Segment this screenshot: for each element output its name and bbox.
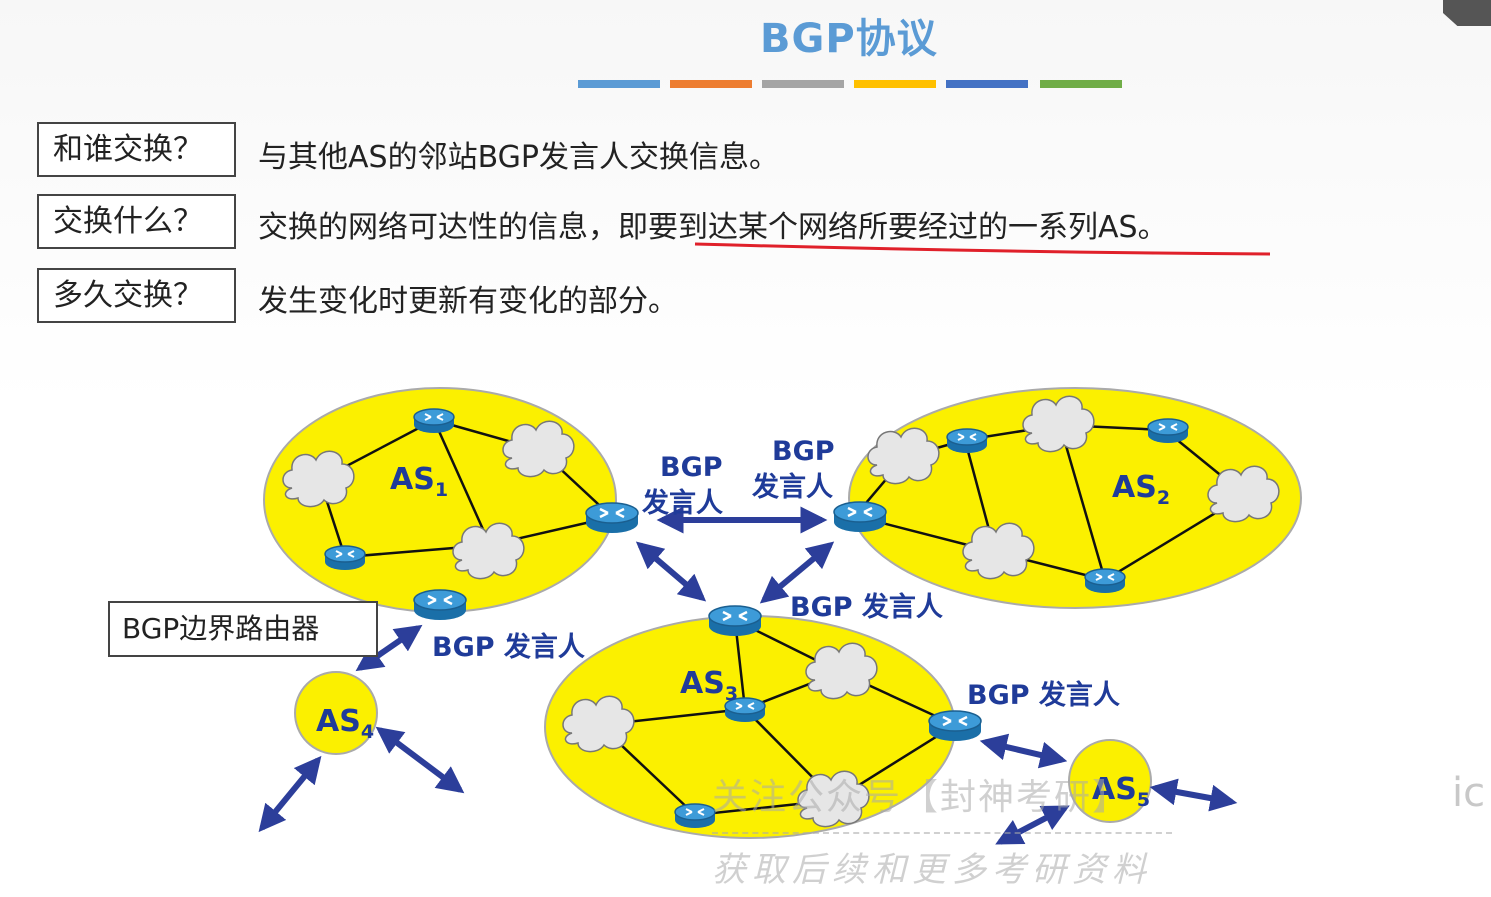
question-who-box: 和谁交换？ [37, 122, 236, 177]
speaker-label-full: BGP 发言人 [432, 632, 585, 663]
bgp-speaker-router-icon [832, 500, 888, 534]
page-title: BGP协议 [760, 16, 938, 62]
watermark-line2: 获取后续和更多考研资料 [712, 850, 1152, 890]
bgp-border-router-icon [412, 588, 468, 622]
question-when-box: 多久交换？ [37, 268, 236, 323]
bgp-speaker-router-icon [584, 501, 640, 535]
watermark-line1: 关注公众号【封神考研】 [712, 777, 1131, 818]
color-bar-segment [854, 80, 936, 88]
color-bar-segment [1040, 80, 1122, 88]
color-bar-segment [578, 80, 660, 88]
bgp-border-router-label: BGP边界路由器 [108, 601, 378, 657]
speaker-label-full: BGP 发言人 [967, 680, 1120, 711]
speaker-label-fayanren: 发言人 [752, 472, 833, 503]
router-icon [1084, 568, 1126, 594]
color-bar-segment [762, 80, 844, 88]
speaker-label-full: BGP 发言人 [790, 592, 943, 623]
as3-label: AS3 [680, 666, 739, 705]
router-icon [946, 428, 988, 454]
side-mark: ic [1452, 770, 1486, 816]
as1-label: AS1 [390, 462, 449, 501]
router-icon [413, 408, 455, 434]
answer-what-emphasis: 即要到达某个网络所要经过的一系列AS。 [618, 210, 1168, 245]
router-icon [674, 803, 716, 829]
bgp-session-arrows [258, 506, 1238, 845]
as5-label: AS5 [1092, 772, 1151, 811]
question-what-box: 交换什么？ [37, 194, 236, 249]
bgp-speaker-router-icon [927, 709, 983, 743]
answer-what: 交换的网络可达性的信息，即要到达某个网络所要经过的一系列AS。 [258, 202, 1168, 246]
as2-label: AS2 [1112, 470, 1171, 509]
speaker-label-bgp: BGP [772, 436, 835, 467]
as4-label: AS4 [316, 704, 375, 743]
color-bar-segment [670, 80, 752, 88]
watermark-divider [712, 832, 1172, 834]
speaker-label-bgp: BGP [660, 452, 723, 483]
as4-circle [294, 671, 378, 755]
answer-when: 发生变化时更新有变化的部分。 [258, 284, 678, 319]
router-icon [1147, 418, 1189, 444]
bgp-speaker-router-icon [707, 604, 763, 638]
emphasis-underline [694, 242, 1271, 256]
speaker-label-fayanren: 发言人 [642, 488, 723, 519]
answer-what-plain: 交换的网络可达性的信息， [258, 210, 618, 245]
color-bar-segment [946, 80, 1028, 88]
answer-who: 与其他AS的邻站BGP发言人交换信息。 [258, 140, 779, 175]
router-icon [324, 545, 366, 571]
